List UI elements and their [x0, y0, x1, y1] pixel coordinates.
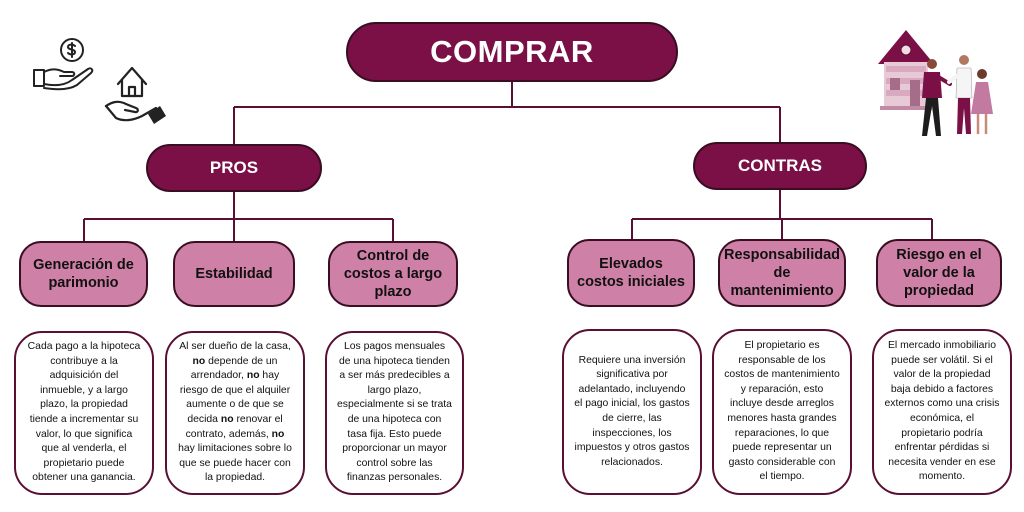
- house-keys-couple-icon: [878, 30, 993, 136]
- root-node: COMPRAR: [346, 22, 678, 82]
- hand-house-icon: [104, 66, 166, 124]
- contras-item-1-title: Elevados costos iniciales: [567, 239, 695, 307]
- pros-item-2-title: Estabilidad: [173, 241, 295, 307]
- contras-node: CONTRAS: [693, 142, 867, 190]
- pros-node: PROS: [146, 144, 322, 192]
- pros-item-1-card: Cada pago a la hipoteca contribuye a la …: [14, 331, 154, 495]
- contras-item-2-card: El propietario es responsable de los cos…: [712, 329, 852, 495]
- pros-item-3-card: Los pagos mensuales de una hipoteca tien…: [325, 331, 464, 495]
- contras-item-3-title: Riesgo en el valor de la propiedad: [876, 239, 1002, 307]
- pros-item-3-text: Los pagos mensuales de una hipoteca tien…: [337, 341, 452, 484]
- pros-item-1-title: Generación de parimonio: [19, 241, 148, 307]
- contras-item-2-title: Responsabilidad de mantenimiento: [718, 239, 846, 307]
- pros-item-1-text: Cada pago a la hipoteca contribuye a la …: [27, 341, 141, 484]
- contras-item-3-text: El mercado inmobiliario puede ser voláti…: [884, 340, 1000, 483]
- contras-item-1-text: Requiere una inversión significativa por…: [574, 354, 690, 468]
- contras-item-3-card: El mercado inmobiliario puede ser voláti…: [872, 329, 1012, 495]
- pros-item-3-title: Control de costos a largo plazo: [328, 241, 458, 307]
- hand-money-icon: [33, 38, 94, 91]
- contras-item-1-card: Requiere una inversión significativa por…: [562, 329, 702, 495]
- contras-item-2-text: El propietario es responsable de los cos…: [724, 340, 840, 483]
- pros-item-2-card: Al ser dueño de la casa, no depende de u…: [165, 331, 305, 495]
- pros-item-2-text: Al ser dueño de la casa, no depende de u…: [178, 341, 292, 484]
